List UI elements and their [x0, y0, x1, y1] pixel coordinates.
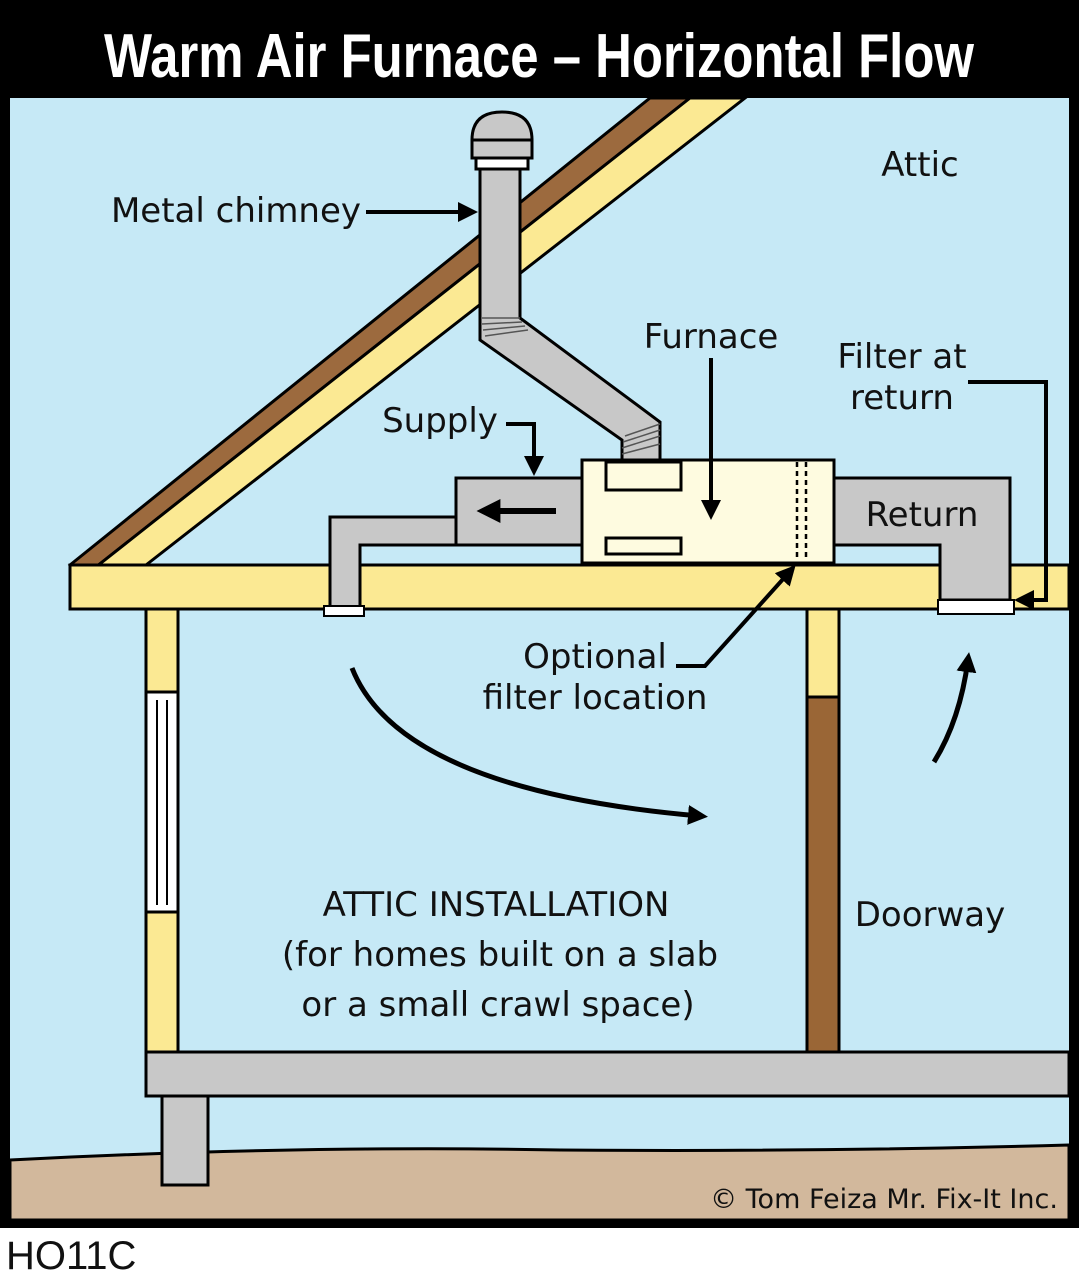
door-jamb: [805, 695, 841, 1054]
doorway-label: Doorway: [855, 895, 1006, 935]
ceiling-joist: [68, 563, 1071, 611]
installation-label-line3: or a small crawl space): [301, 985, 694, 1025]
return-register: [937, 599, 1015, 615]
copyright-credit: © Tom Feiza Mr. Fix-It Inc.: [710, 1184, 1058, 1215]
filter-at-return-label-line2: return: [850, 378, 954, 418]
optional-filter-label-line1: Optional: [523, 637, 667, 677]
chimney-top-band: [470, 138, 534, 160]
room-airflow-arrow: [349, 667, 708, 825]
supply-label: Supply: [382, 401, 498, 441]
optional-filter-label-line2: filter location: [483, 678, 708, 718]
foundation-post: [160, 1093, 210, 1187]
supply-register: [323, 605, 365, 617]
return-airflow-arrow: [931, 652, 977, 764]
door-header: [805, 607, 841, 699]
attic-label: Attic: [881, 145, 958, 185]
filter-return-pointer-arrow: [968, 380, 1048, 610]
attic-background: [10, 98, 1069, 1220]
installation-label-line2: (for homes built on a slab: [282, 935, 718, 975]
filter-at-return-label-line1: Filter at: [837, 337, 966, 377]
window: [144, 690, 180, 914]
border-right: [1069, 0, 1079, 1228]
metal-chimney-label: Metal chimney: [111, 191, 361, 231]
furnace-vent-bottom: [604, 536, 683, 556]
border-left: [0, 0, 10, 1228]
floor-slab: [144, 1050, 1071, 1098]
furnace-vent-top: [604, 460, 683, 492]
border-bottom: [0, 1220, 1079, 1228]
chimney-elbow-ridges: [481, 317, 661, 455]
installation-label-line1: ATTIC INSTALLATION: [323, 885, 670, 925]
figure-code: HO11C: [6, 1234, 137, 1278]
diagram-title: Warm Air Furnace – Horizontal Flow: [104, 22, 975, 91]
title-bar: [0, 0, 1079, 98]
supply-pointer-arrow: [506, 422, 544, 476]
optional-filter-pointer-arrow: [676, 565, 796, 668]
furnace-label: Furnace: [644, 317, 779, 357]
chimney-cap: [470, 110, 534, 142]
return-label: Return: [866, 495, 979, 535]
